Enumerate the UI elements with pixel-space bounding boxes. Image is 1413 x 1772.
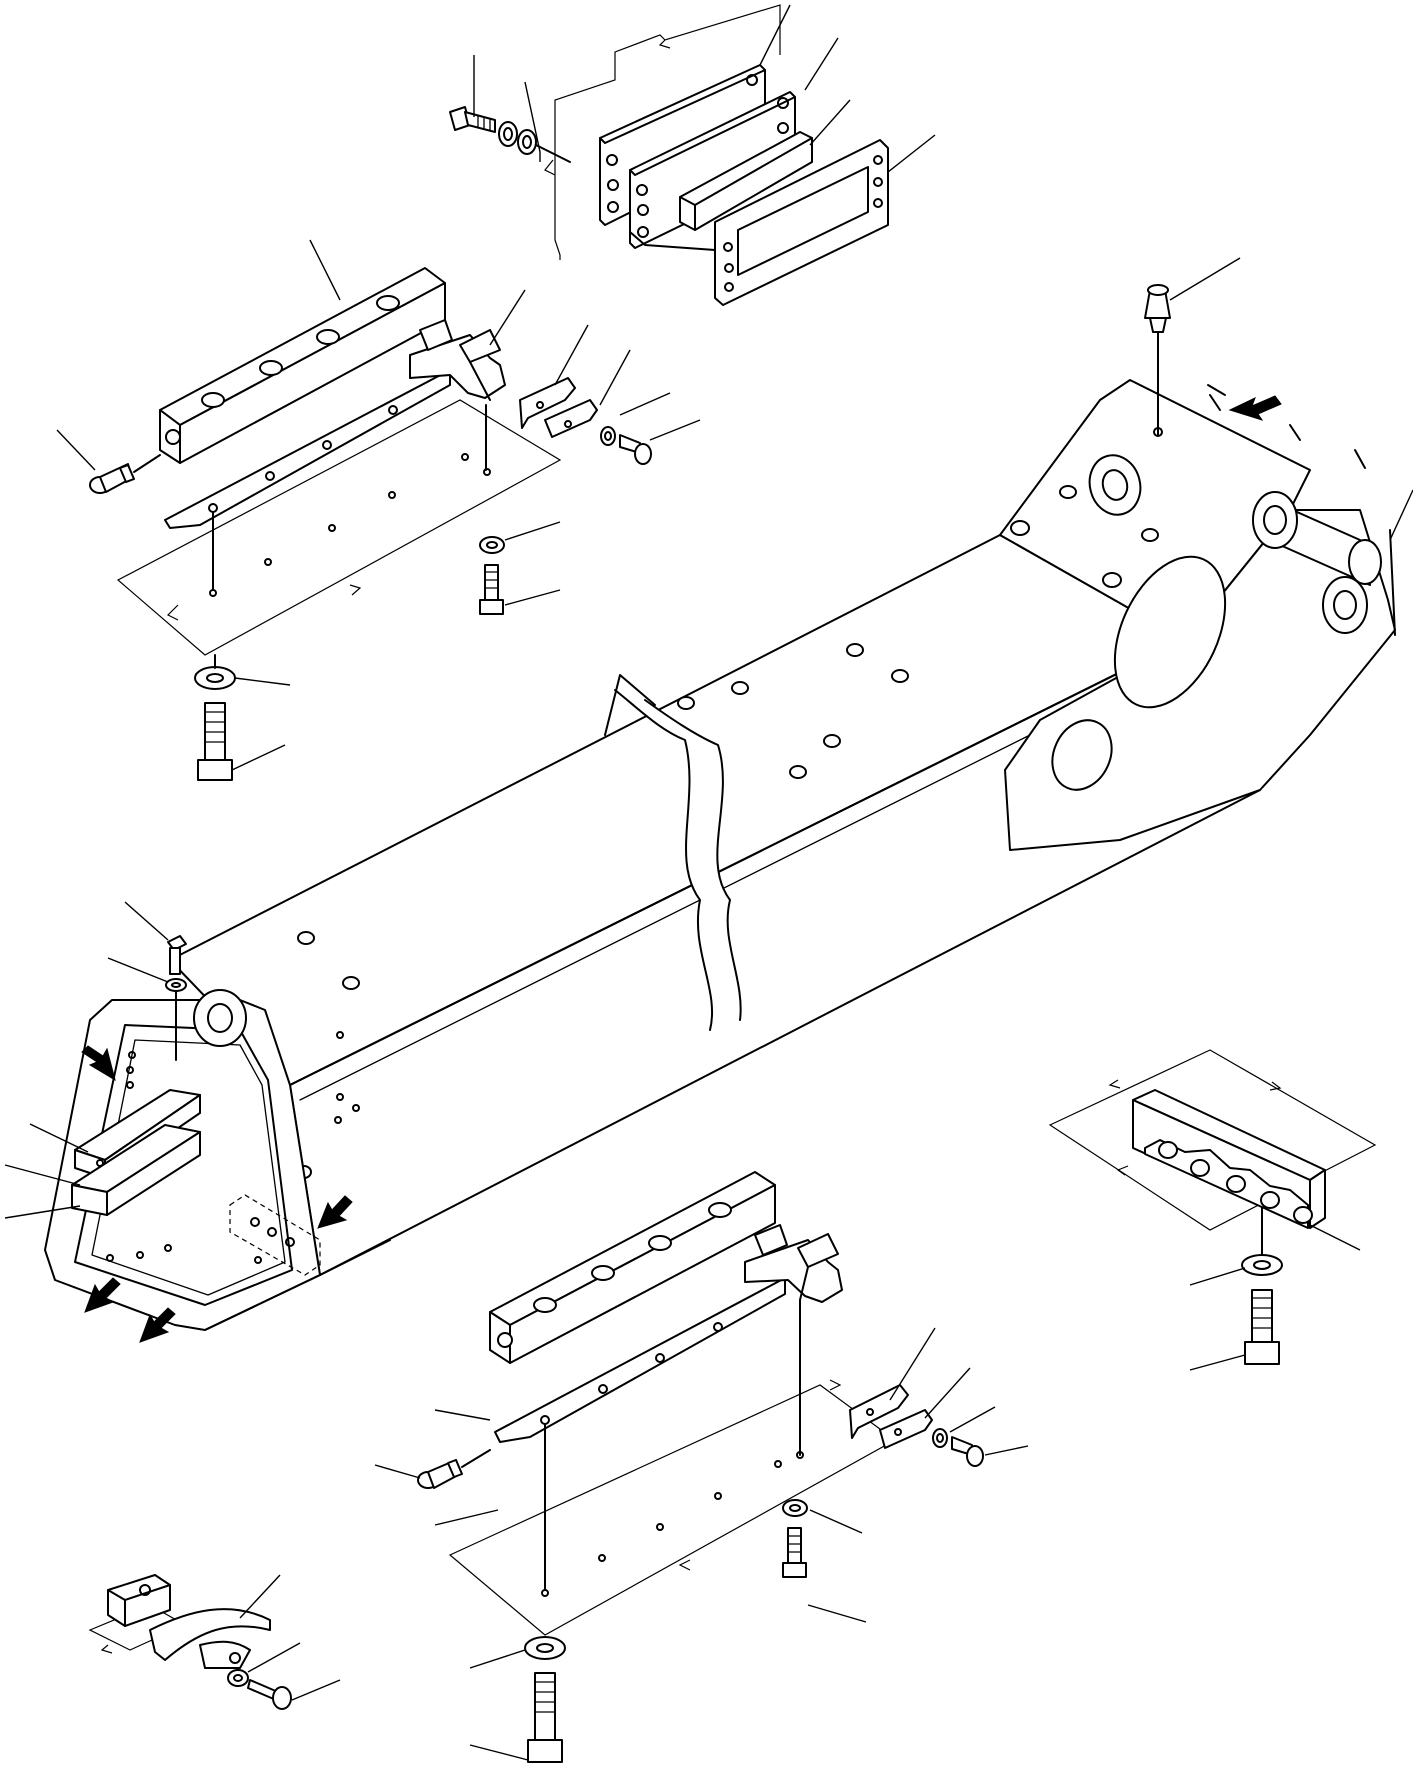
leader-line (434, 1509, 499, 1526)
foot-arrow-1 (81, 1045, 116, 1082)
leader-line (759, 4, 791, 66)
leader-line (489, 289, 526, 346)
leader-line (504, 521, 561, 541)
right-pad-frame (1048, 1049, 1377, 1231)
boom-break-line-2 (644, 699, 742, 1021)
lower-slide-grease (417, 1449, 491, 1489)
leader-line (247, 1642, 301, 1673)
leader-line (124, 901, 169, 941)
leader-line (924, 1367, 971, 1419)
lower-slide-shoe-2 (879, 1409, 933, 1449)
leader-line (1309, 1224, 1361, 1251)
small-pad-shoe (149, 1608, 271, 1661)
leader-line (887, 134, 936, 173)
leader-line (239, 1574, 281, 1619)
right-pad-assembly (1048, 1049, 1377, 1365)
leader-line (1389, 489, 1413, 541)
leader-line (809, 99, 851, 146)
upper-slide-beam-side (179, 282, 446, 464)
leader-line (4, 1205, 81, 1219)
pad-stack-bolt (449, 106, 571, 163)
break-pennant (604, 674, 656, 736)
boom-ridge-line (289, 639, 1186, 1086)
upper-slide-strip (164, 369, 451, 529)
leader-line (949, 1406, 996, 1433)
leader-line (804, 37, 839, 91)
upper-slide-shoe-2 (544, 399, 598, 438)
leader-line (1189, 1354, 1246, 1371)
head-lower-hole (1051, 719, 1113, 791)
leader-line (554, 324, 589, 386)
boom-break-line-1 (614, 689, 714, 1031)
leader-line (984, 1445, 1029, 1456)
lower-slide-strip (494, 1277, 786, 1443)
leader-line (434, 1409, 491, 1421)
upper-slide-grease (89, 454, 161, 494)
callout-leaders (4, 4, 1413, 1761)
boom-foot (44, 935, 391, 1343)
boom-head-outline (1389, 529, 1396, 636)
upper-slide-shoe-1 (519, 377, 576, 429)
upper-wear-slide (89, 267, 652, 781)
head-large-hole (1113, 555, 1227, 709)
leader-line (469, 1649, 526, 1669)
leader-line (807, 1604, 867, 1623)
leader-line (291, 1679, 341, 1701)
leader-line (231, 744, 286, 771)
boom-break-mask (615, 690, 741, 1030)
leader-line (309, 239, 341, 301)
leader-line (649, 419, 701, 441)
lower-slide-beam-side (509, 1184, 776, 1364)
pad-stack-frame (544, 4, 781, 260)
head-arrow (1228, 395, 1282, 421)
leader-line (504, 589, 561, 606)
foot-arrow-4 (317, 1195, 353, 1229)
small-pad-block (107, 1574, 171, 1627)
leader-line (809, 1509, 863, 1534)
head-grease-fitting (1144, 284, 1171, 437)
lower-slide-beam-top (489, 1171, 776, 1326)
foot-arrow-3 (139, 1307, 176, 1343)
foot-side-pad-dashed (229, 1194, 321, 1276)
small-pad-detail (88, 1574, 292, 1710)
boom-head (999, 284, 1396, 851)
leader-line (1169, 257, 1241, 301)
lower-wear-slide (417, 1171, 984, 1763)
boom-tube (169, 534, 1261, 1276)
leader-line (234, 677, 291, 686)
foot-arrow-2 (84, 1277, 121, 1313)
leader-line (524, 81, 541, 162)
leader-line (469, 1744, 529, 1761)
leader-line (1189, 1267, 1246, 1286)
leader-line (619, 392, 671, 416)
lower-big-bolt (534, 1672, 556, 1741)
leader-line (374, 1464, 421, 1479)
leader-line (29, 1123, 89, 1153)
head-pin-end (1348, 539, 1382, 585)
leader-line (889, 1327, 936, 1401)
leader-line (4, 1164, 81, 1186)
leader-line (56, 429, 96, 471)
leader-line (107, 957, 169, 983)
upper-slide-frame (116, 399, 562, 656)
foot-screw (165, 935, 187, 1061)
leader-line (599, 349, 631, 406)
pad-stack-detail (449, 4, 889, 306)
